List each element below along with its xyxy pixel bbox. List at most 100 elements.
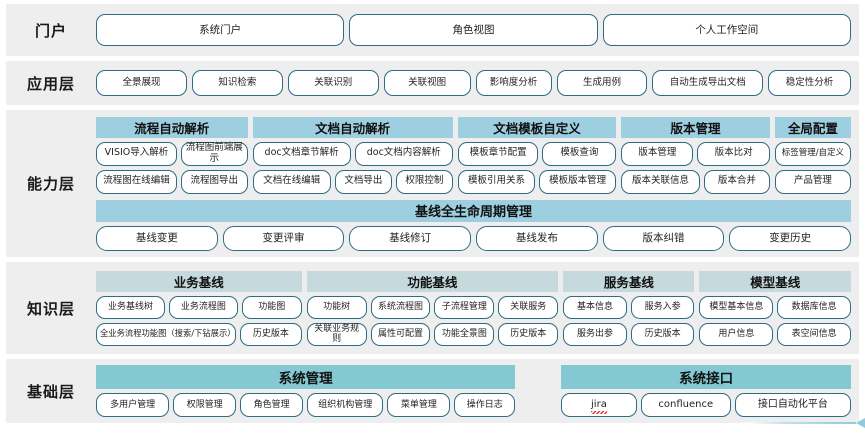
foundation-group-title-system-manage: 系统管理 <box>96 365 516 389</box>
capability-group-version-manage: 版本管理 版本管理 版本比对 版本关联信息 版本合并 <box>621 116 770 194</box>
capability-group-title-template-custom: 文档模板自定义 <box>457 116 617 138</box>
layer-foundation: 基础层 系统管理 多用户管理 权限管理 角色管理 组织机构管理 菜单管理 操作日… <box>6 359 859 423</box>
base-item-interface-automation-platform[interactable]: 接口自动化平台 <box>734 393 851 417</box>
know-item-basic-info[interactable]: 基本信息 <box>563 295 627 319</box>
capability-group-template-custom: 文档模板自定义 模板章节配置 模板查询 模板引用关系 模板版本管理 <box>457 116 617 194</box>
portal-item-system-portal[interactable]: 系统门户 <box>96 14 345 46</box>
portal-item-role-view[interactable]: 角色视图 <box>349 14 598 46</box>
layer-knowledge: 知识层 业务基线 业务基线树 业务流程图 功能图 全业务流程功能图（搜索/下钻展… <box>6 262 859 354</box>
cap-item-flowchart-frontend-display[interactable]: 流程图前端展示 <box>180 141 248 166</box>
know-item-business-flowchart[interactable]: 业务流程图 <box>168 295 238 319</box>
cap-item-version-relation-info[interactable]: 版本关联信息 <box>621 169 700 194</box>
lifecycle-item-change-history[interactable]: 变更历史 <box>729 225 852 251</box>
know-item-attribute-configurable[interactable]: 属性可配置 <box>370 322 431 346</box>
know-item-service-input-param[interactable]: 服务入参 <box>630 295 695 319</box>
know-item-database-info[interactable]: 数据库信息 <box>777 295 851 319</box>
layer-label-knowledge: 知识层 <box>26 299 75 318</box>
lifecycle-title: 基线全生命周期管理 <box>96 199 851 222</box>
layer-label-portal: 门户 <box>34 21 67 40</box>
base-item-jira[interactable]: jira <box>561 393 637 417</box>
cap-item-product-manage[interactable]: 产品管理 <box>774 169 851 194</box>
cap-item-permission-control[interactable]: 权限控制 <box>395 169 453 194</box>
know-item-history-version-function[interactable]: 历史版本 <box>498 322 559 346</box>
foundation-group-system-interface: 系统接口 jira confluence 接口自动化平台 <box>561 365 851 417</box>
knowledge-group-business-baseline: 业务基线 业务基线树 业务流程图 功能图 全业务流程功能图（搜索/下钻展示） 历… <box>96 270 302 346</box>
capability-group-title-process-parsing: 流程自动解析 <box>96 116 248 138</box>
capability-group-title-global-config: 全局配置 <box>774 116 851 138</box>
knowledge-group-title-model-baseline: 模型基线 <box>699 270 851 292</box>
app-item-impact-analysis[interactable]: 影响度分析 <box>475 70 552 96</box>
cap-item-doc-export[interactable]: 文档导出 <box>334 169 392 194</box>
base-item-permission-manage[interactable]: 权限管理 <box>173 393 237 417</box>
app-item-generate-use-case[interactable]: 生成用例 <box>556 70 648 96</box>
cap-item-version-compare[interactable]: 版本比对 <box>697 141 770 166</box>
app-item-relation-view[interactable]: 关联视图 <box>383 70 471 96</box>
base-item-multi-user-manage[interactable]: 多用户管理 <box>96 393 170 417</box>
cap-item-flowchart-export[interactable]: 流程图导出 <box>180 169 248 194</box>
base-item-menu-manage[interactable]: 菜单管理 <box>387 393 451 417</box>
layer-portal: 门户 系统门户 角色视图 个人工作空间 <box>6 4 859 56</box>
foundation-groups-row: 系统管理 多用户管理 权限管理 角色管理 组织机构管理 菜单管理 操作日志 系统… <box>96 365 851 417</box>
cap-item-template-chapter-config[interactable]: 模板章节配置 <box>457 141 539 166</box>
cap-item-tag-manage-custom[interactable]: 标签管理/自定义 <box>774 141 851 166</box>
portal-item-personal-workspace[interactable]: 个人工作空间 <box>602 14 851 46</box>
know-item-system-flowchart[interactable]: 系统流程图 <box>370 295 431 319</box>
know-item-related-service[interactable]: 关联服务 <box>498 295 559 319</box>
knowledge-groups-row: 业务基线 业务基线树 业务流程图 功能图 全业务流程功能图（搜索/下钻展示） 历… <box>96 270 851 346</box>
know-item-service-output-param[interactable]: 服务出参 <box>563 322 627 346</box>
lifecycle-item-version-correction[interactable]: 版本纠错 <box>602 225 725 251</box>
app-item-panorama[interactable]: 全景展现 <box>96 70 187 96</box>
know-item-full-business-process-chart[interactable]: 全业务流程功能图（搜索/下钻展示） <box>96 322 237 346</box>
knowledge-group-title-service-baseline: 服务基线 <box>563 270 695 292</box>
cap-item-version-merge[interactable]: 版本合并 <box>703 169 770 194</box>
base-item-role-manage[interactable]: 角色管理 <box>240 393 303 417</box>
capability-group-document-parsing: 文档自动解析 doc文档章节解析 doc文档内容解析 文档在线编辑 文档导出 权… <box>252 116 453 194</box>
layer-label-foundation: 基础层 <box>26 382 75 401</box>
knowledge-group-function-baseline: 功能基线 功能树 系统流程图 子流程管理 关联服务 关联业务规则 属性可配置 功… <box>306 270 559 346</box>
know-item-subprocess-manage[interactable]: 子流程管理 <box>434 295 495 319</box>
lifecycle-item-change-review[interactable]: 变更评审 <box>222 225 345 251</box>
lifecycle-item-baseline-revision[interactable]: 基线修订 <box>349 225 472 251</box>
layer-application: 应用层 全景展现 知识检索 关联识别 关联视图 影响度分析 生成用例 自动生成导… <box>6 61 859 105</box>
cap-item-flowchart-online-edit[interactable]: 流程图在线编辑 <box>96 169 177 194</box>
base-item-confluence[interactable]: confluence <box>640 393 731 417</box>
knowledge-group-title-function-baseline: 功能基线 <box>306 270 559 292</box>
cap-item-doc-chapter-parse[interactable]: doc文档章节解析 <box>252 141 351 166</box>
app-item-auto-export-doc[interactable]: 自动生成导出文档 <box>652 70 764 96</box>
app-item-relation-recognition[interactable]: 关联识别 <box>287 70 379 96</box>
know-item-user-info[interactable]: 用户信息 <box>699 322 774 346</box>
knowledge-group-service-baseline: 服务基线 基本信息 服务入参 服务出参 历史版本 <box>563 270 695 346</box>
know-item-model-basic-info[interactable]: 模型基本信息 <box>699 295 774 319</box>
arrow-shaft <box>747 422 856 424</box>
capability-group-title-document-parsing: 文档自动解析 <box>252 116 453 138</box>
know-item-related-business-rule[interactable]: 关联业务规则 <box>306 322 367 346</box>
base-item-operation-log[interactable]: 操作日志 <box>454 393 516 417</box>
know-item-business-baseline-tree[interactable]: 业务基线树 <box>96 295 165 319</box>
know-item-history-version-service[interactable]: 历史版本 <box>630 322 695 346</box>
cap-item-template-version-manage[interactable]: 模板版本管理 <box>539 169 617 194</box>
layer-label-application: 应用层 <box>26 74 75 93</box>
knowledge-group-model-baseline: 模型基线 模型基本信息 数据库信息 用户信息 表空间信息 <box>699 270 851 346</box>
cap-item-doc-online-edit[interactable]: 文档在线编辑 <box>252 169 331 194</box>
know-item-function-tree[interactable]: 功能树 <box>306 295 367 319</box>
layer-capability: 能力层 流程自动解析 VISIO导入解析 流程图前端展示 流程图在线编辑 流程图… <box>6 110 859 257</box>
know-item-history-version-business[interactable]: 历史版本 <box>240 322 302 346</box>
portal-items-row: 系统门户 角色视图 个人工作空间 <box>96 14 851 46</box>
cap-item-template-query[interactable]: 模板查询 <box>542 141 617 166</box>
cap-item-template-reference-relation[interactable]: 模板引用关系 <box>457 169 536 194</box>
arrow-head <box>856 418 865 428</box>
foundation-group-system-manage: 系统管理 多用户管理 权限管理 角色管理 组织机构管理 菜单管理 操作日志 <box>96 365 516 417</box>
application-items-row: 全景展现 知识检索 关联识别 关联视图 影响度分析 生成用例 自动生成导出文档 … <box>96 70 852 96</box>
base-item-org-structure-manage[interactable]: 组织机构管理 <box>306 393 384 417</box>
lifecycle-item-baseline-release[interactable]: 基线发布 <box>476 225 598 251</box>
know-item-tablespace-info[interactable]: 表空间信息 <box>777 322 851 346</box>
cap-item-version-manage[interactable]: 版本管理 <box>621 141 694 166</box>
lifecycle-item-baseline-change[interactable]: 基线变更 <box>96 225 218 251</box>
cap-item-doc-content-parse[interactable]: doc文档内容解析 <box>354 141 453 166</box>
app-item-knowledge-search[interactable]: 知识检索 <box>191 70 283 96</box>
know-item-function-chart[interactable]: 功能图 <box>241 295 302 319</box>
app-item-stability-analysis[interactable]: 稳定性分析 <box>768 70 852 96</box>
know-item-function-panorama[interactable]: 功能全景图 <box>434 322 495 346</box>
cap-item-visio-import-parse[interactable]: VISIO导入解析 <box>96 141 177 166</box>
